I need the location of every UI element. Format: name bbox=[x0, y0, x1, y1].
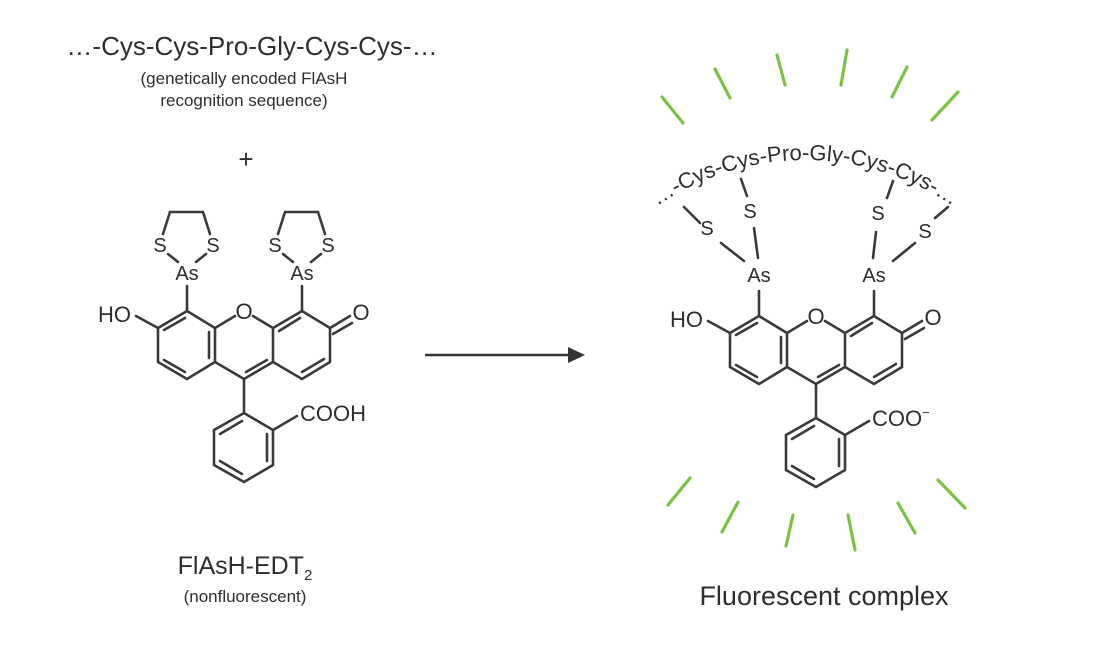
ray bbox=[930, 90, 960, 122]
carboxyl-label: COOH bbox=[300, 401, 366, 426]
ketone-oxygen-label: O bbox=[924, 305, 941, 330]
ray bbox=[720, 500, 740, 534]
sulfur-label: S bbox=[206, 235, 219, 257]
ray bbox=[713, 67, 732, 100]
arsenic-label: As bbox=[862, 265, 885, 287]
bound-peptide-arc: …-Cys-Cys-Pro-Gly-Cys-Cys-… bbox=[646, 140, 963, 210]
fluorescence-rays bbox=[660, 48, 967, 552]
sulfur-label: S bbox=[268, 235, 281, 257]
ray bbox=[775, 53, 787, 87]
ray bbox=[936, 478, 967, 510]
sulfur-label: S bbox=[743, 201, 756, 223]
plus-sign: + bbox=[238, 144, 253, 174]
ray bbox=[890, 65, 909, 99]
flash-edt2-structure: S S As S S As HO O O COOH bbox=[98, 210, 370, 484]
carboxylate-text: COO bbox=[872, 406, 922, 431]
arsenic-label: As bbox=[290, 263, 313, 285]
ray bbox=[839, 48, 849, 87]
sulfur-label: S bbox=[700, 218, 713, 240]
product-caption: Fluorescent complex bbox=[699, 581, 949, 611]
sulfur-label: S bbox=[153, 235, 166, 257]
ray bbox=[784, 513, 795, 548]
ray bbox=[666, 476, 692, 507]
sulfur-label: S bbox=[918, 221, 931, 243]
dithiarsolane-ring-right bbox=[276, 210, 327, 264]
carboxylate-label: COO− bbox=[872, 405, 930, 431]
arsenic-label: As bbox=[175, 263, 198, 285]
negative-charge: − bbox=[922, 405, 930, 420]
peptide-caption-line1: (genetically encoded FlAsH bbox=[141, 69, 348, 88]
hydroxyl-label: HO bbox=[670, 307, 703, 332]
cysteine-sulfur-bonds bbox=[682, 177, 950, 225]
arsenic-label: As bbox=[747, 265, 770, 287]
reactant-dye-caption: (nonfluorescent) bbox=[184, 587, 307, 606]
ray bbox=[660, 95, 685, 125]
peptide-sequence: …-Cys-Cys-Pro-Gly-Cys-Cys-… bbox=[66, 31, 437, 61]
ring-oxygen-label: O bbox=[235, 299, 252, 324]
bound-peptide-sequence: …-Cys-Cys-Pro-Gly-Cys-Cys-… bbox=[646, 140, 963, 210]
sulfur-label: S bbox=[321, 235, 334, 257]
dye-name-main: FlAsH-EDT bbox=[178, 552, 304, 580]
ring-oxygen-label: O bbox=[807, 304, 824, 329]
sulfur-label: S bbox=[871, 203, 884, 225]
dye-name-subscript: 2 bbox=[304, 567, 312, 584]
fluorescent-complex-structure: …-Cys-Cys-Pro-Gly-Cys-Cys-… S S S S As A… bbox=[646, 140, 964, 489]
dithiarsolane-ring-left bbox=[161, 210, 212, 264]
ketone-oxygen-label: O bbox=[352, 300, 369, 325]
arsenic-sulfur-bonds bbox=[719, 226, 917, 263]
ray bbox=[846, 513, 857, 552]
reaction-arrow bbox=[425, 347, 585, 363]
hydroxyl-label: HO bbox=[98, 302, 131, 327]
reactant-dye-name: FlAsH-EDT2 bbox=[178, 552, 313, 584]
peptide-caption-line2: recognition sequence) bbox=[160, 91, 327, 110]
ray bbox=[896, 501, 917, 535]
